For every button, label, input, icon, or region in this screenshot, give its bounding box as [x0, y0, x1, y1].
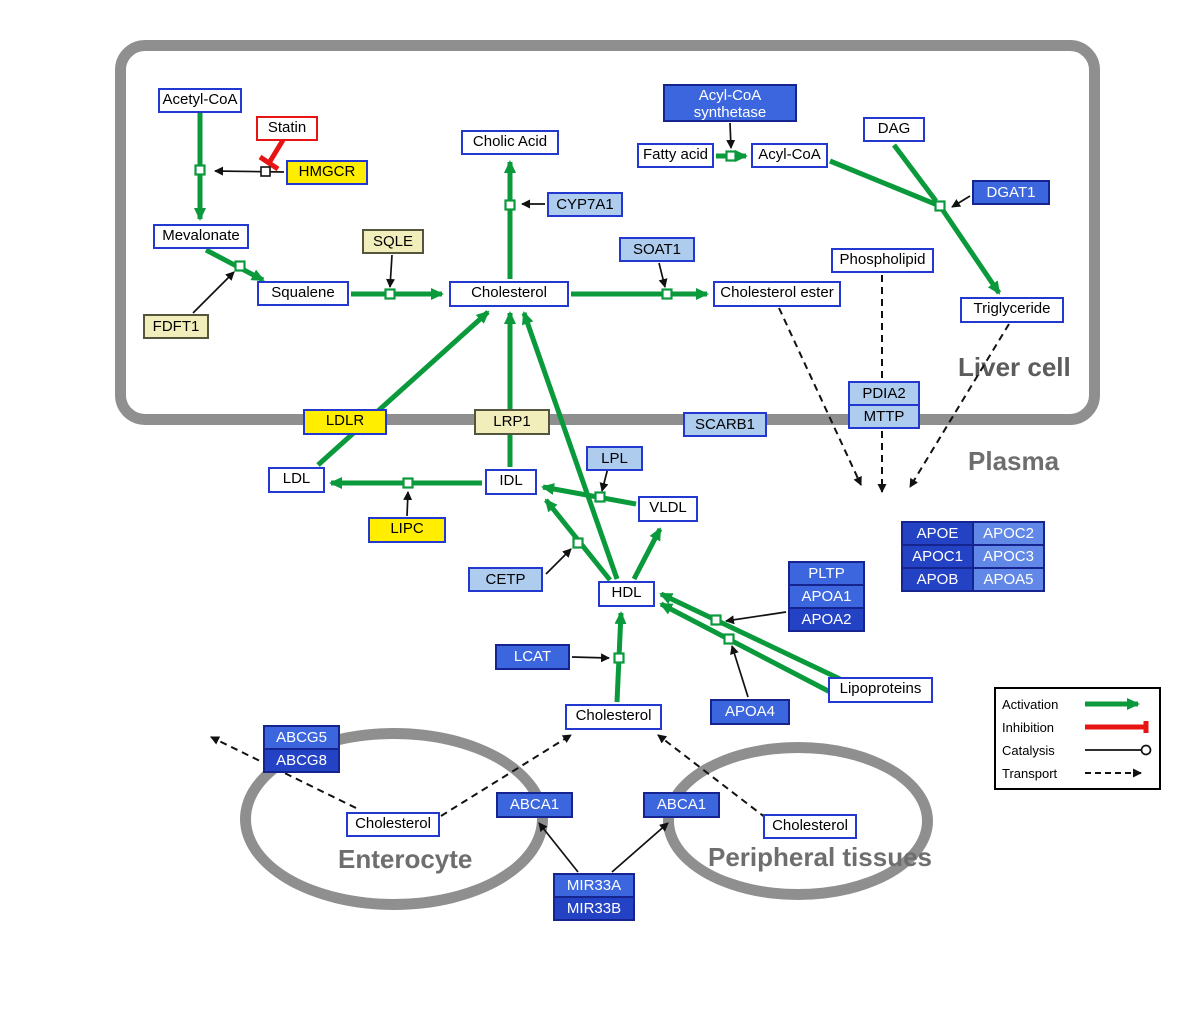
node-apoa5[interactable]: APOA5	[972, 567, 1045, 592]
enterocyte-label: Enterocyte	[338, 844, 473, 874]
node-abca1-enterocyte[interactable]: ABCA1	[496, 792, 573, 818]
node-idl[interactable]: IDL	[485, 469, 537, 495]
node-apoc2[interactable]: APOC2	[972, 521, 1045, 546]
node-cholic-acid[interactable]: Cholic Acid	[461, 130, 559, 155]
node-cholesterol-enterocyte[interactable]: Cholesterol	[346, 812, 440, 837]
node-phospholipid[interactable]: Phospholipid	[831, 248, 934, 273]
activation-symbol	[1085, 698, 1140, 710]
node-lipoproteins[interactable]: Lipoproteins	[828, 677, 933, 703]
legend-catalysis-row: Catalysis	[1002, 740, 1153, 760]
node-cetp[interactable]: CETP	[468, 567, 543, 592]
node-statin[interactable]: Statin	[256, 116, 318, 141]
node-acetyl-coa[interactable]: Acetyl-CoA	[158, 88, 242, 113]
liver-cell-membrane	[115, 40, 1100, 425]
node-cholesterol-ester[interactable]: Cholesterol ester	[713, 281, 841, 307]
node-sqle[interactable]: SQLE	[362, 229, 424, 254]
legend: Activation Inhibition Catalysis Transpor…	[994, 687, 1161, 790]
node-cholesterol-peripheral[interactable]: Cholesterol	[763, 814, 857, 839]
node-abcg8[interactable]: ABCG8	[263, 748, 340, 773]
node-mir33a[interactable]: MIR33A	[553, 873, 635, 898]
node-squalene[interactable]: Squalene	[257, 281, 349, 306]
node-fdft1[interactable]: FDFT1	[143, 314, 209, 339]
inhibition-symbol	[1085, 721, 1149, 733]
node-apob[interactable]: APOB	[901, 567, 974, 592]
node-lcat[interactable]: LCAT	[495, 644, 570, 670]
node-apoa1[interactable]: APOA1	[788, 584, 865, 609]
legend-catalysis-label: Catalysis	[1002, 742, 1055, 758]
node-soat1[interactable]: SOAT1	[619, 237, 695, 262]
legend-activation-row: Activation	[1002, 694, 1153, 714]
node-acyl-coa-synthetase[interactable]: Acyl-CoA synthetase	[663, 84, 797, 122]
node-apoc3[interactable]: APOC3	[972, 544, 1045, 569]
node-mir33b[interactable]: MIR33B	[553, 896, 635, 921]
node-hmgcr[interactable]: HMGCR	[286, 160, 368, 185]
node-apoc1[interactable]: APOC1	[901, 544, 974, 569]
node-ldl[interactable]: LDL	[268, 467, 325, 493]
node-acyl-coa[interactable]: Acyl-CoA	[751, 143, 828, 168]
legend-activation-label: Activation	[1002, 696, 1059, 712]
node-apoa4[interactable]: APOA4	[710, 699, 790, 725]
node-scarb1[interactable]: SCARB1	[683, 412, 767, 437]
node-lpl[interactable]: LPL	[586, 446, 643, 471]
node-mevalonate[interactable]: Mevalonate	[153, 224, 249, 249]
liver-cell-label: Liver cell	[958, 352, 1071, 382]
legend-transport-row: Transport	[1002, 763, 1153, 783]
node-fatty-acid[interactable]: Fatty acid	[637, 143, 714, 168]
node-triglyceride[interactable]: Triglyceride	[960, 297, 1064, 323]
enterocyte-membrane	[240, 728, 548, 910]
plasma-label: Plasma	[968, 446, 1060, 476]
node-cholesterol-plasma[interactable]: Cholesterol	[565, 704, 662, 730]
node-vldl[interactable]: VLDL	[638, 496, 698, 522]
catalysis-symbol	[1085, 744, 1152, 756]
legend-inhibition-label: Inhibition	[1002, 719, 1055, 735]
legend-transport-label: Transport	[1002, 765, 1058, 781]
transport-symbol	[1085, 768, 1142, 778]
node-lipc[interactable]: LIPC	[368, 517, 446, 543]
node-hdl[interactable]: HDL	[598, 581, 655, 607]
node-ldlr[interactable]: LDLR	[303, 409, 387, 435]
node-dag[interactable]: DAG	[863, 117, 925, 142]
node-pltp[interactable]: PLTP	[788, 561, 865, 586]
node-abcg5[interactable]: ABCG5	[263, 725, 340, 750]
legend-inhibition-row: Inhibition	[1002, 717, 1153, 737]
node-cyp7a1[interactable]: CYP7A1	[547, 192, 623, 217]
node-abca1-peripheral[interactable]: ABCA1	[643, 792, 720, 818]
node-lrp1[interactable]: LRP1	[474, 409, 550, 435]
node-apoe[interactable]: APOE	[901, 521, 974, 546]
node-pdia2[interactable]: PDIA2	[848, 381, 920, 406]
peripheral-tissues-membrane	[663, 742, 933, 900]
node-dgat1[interactable]: DGAT1	[972, 180, 1050, 205]
node-cholesterol-liver[interactable]: Cholesterol	[449, 281, 569, 307]
node-mttp[interactable]: MTTP	[848, 404, 920, 429]
node-apoa2[interactable]: APOA2	[788, 607, 865, 632]
peripheral-tissues-label: Peripheral tissues	[708, 842, 932, 872]
